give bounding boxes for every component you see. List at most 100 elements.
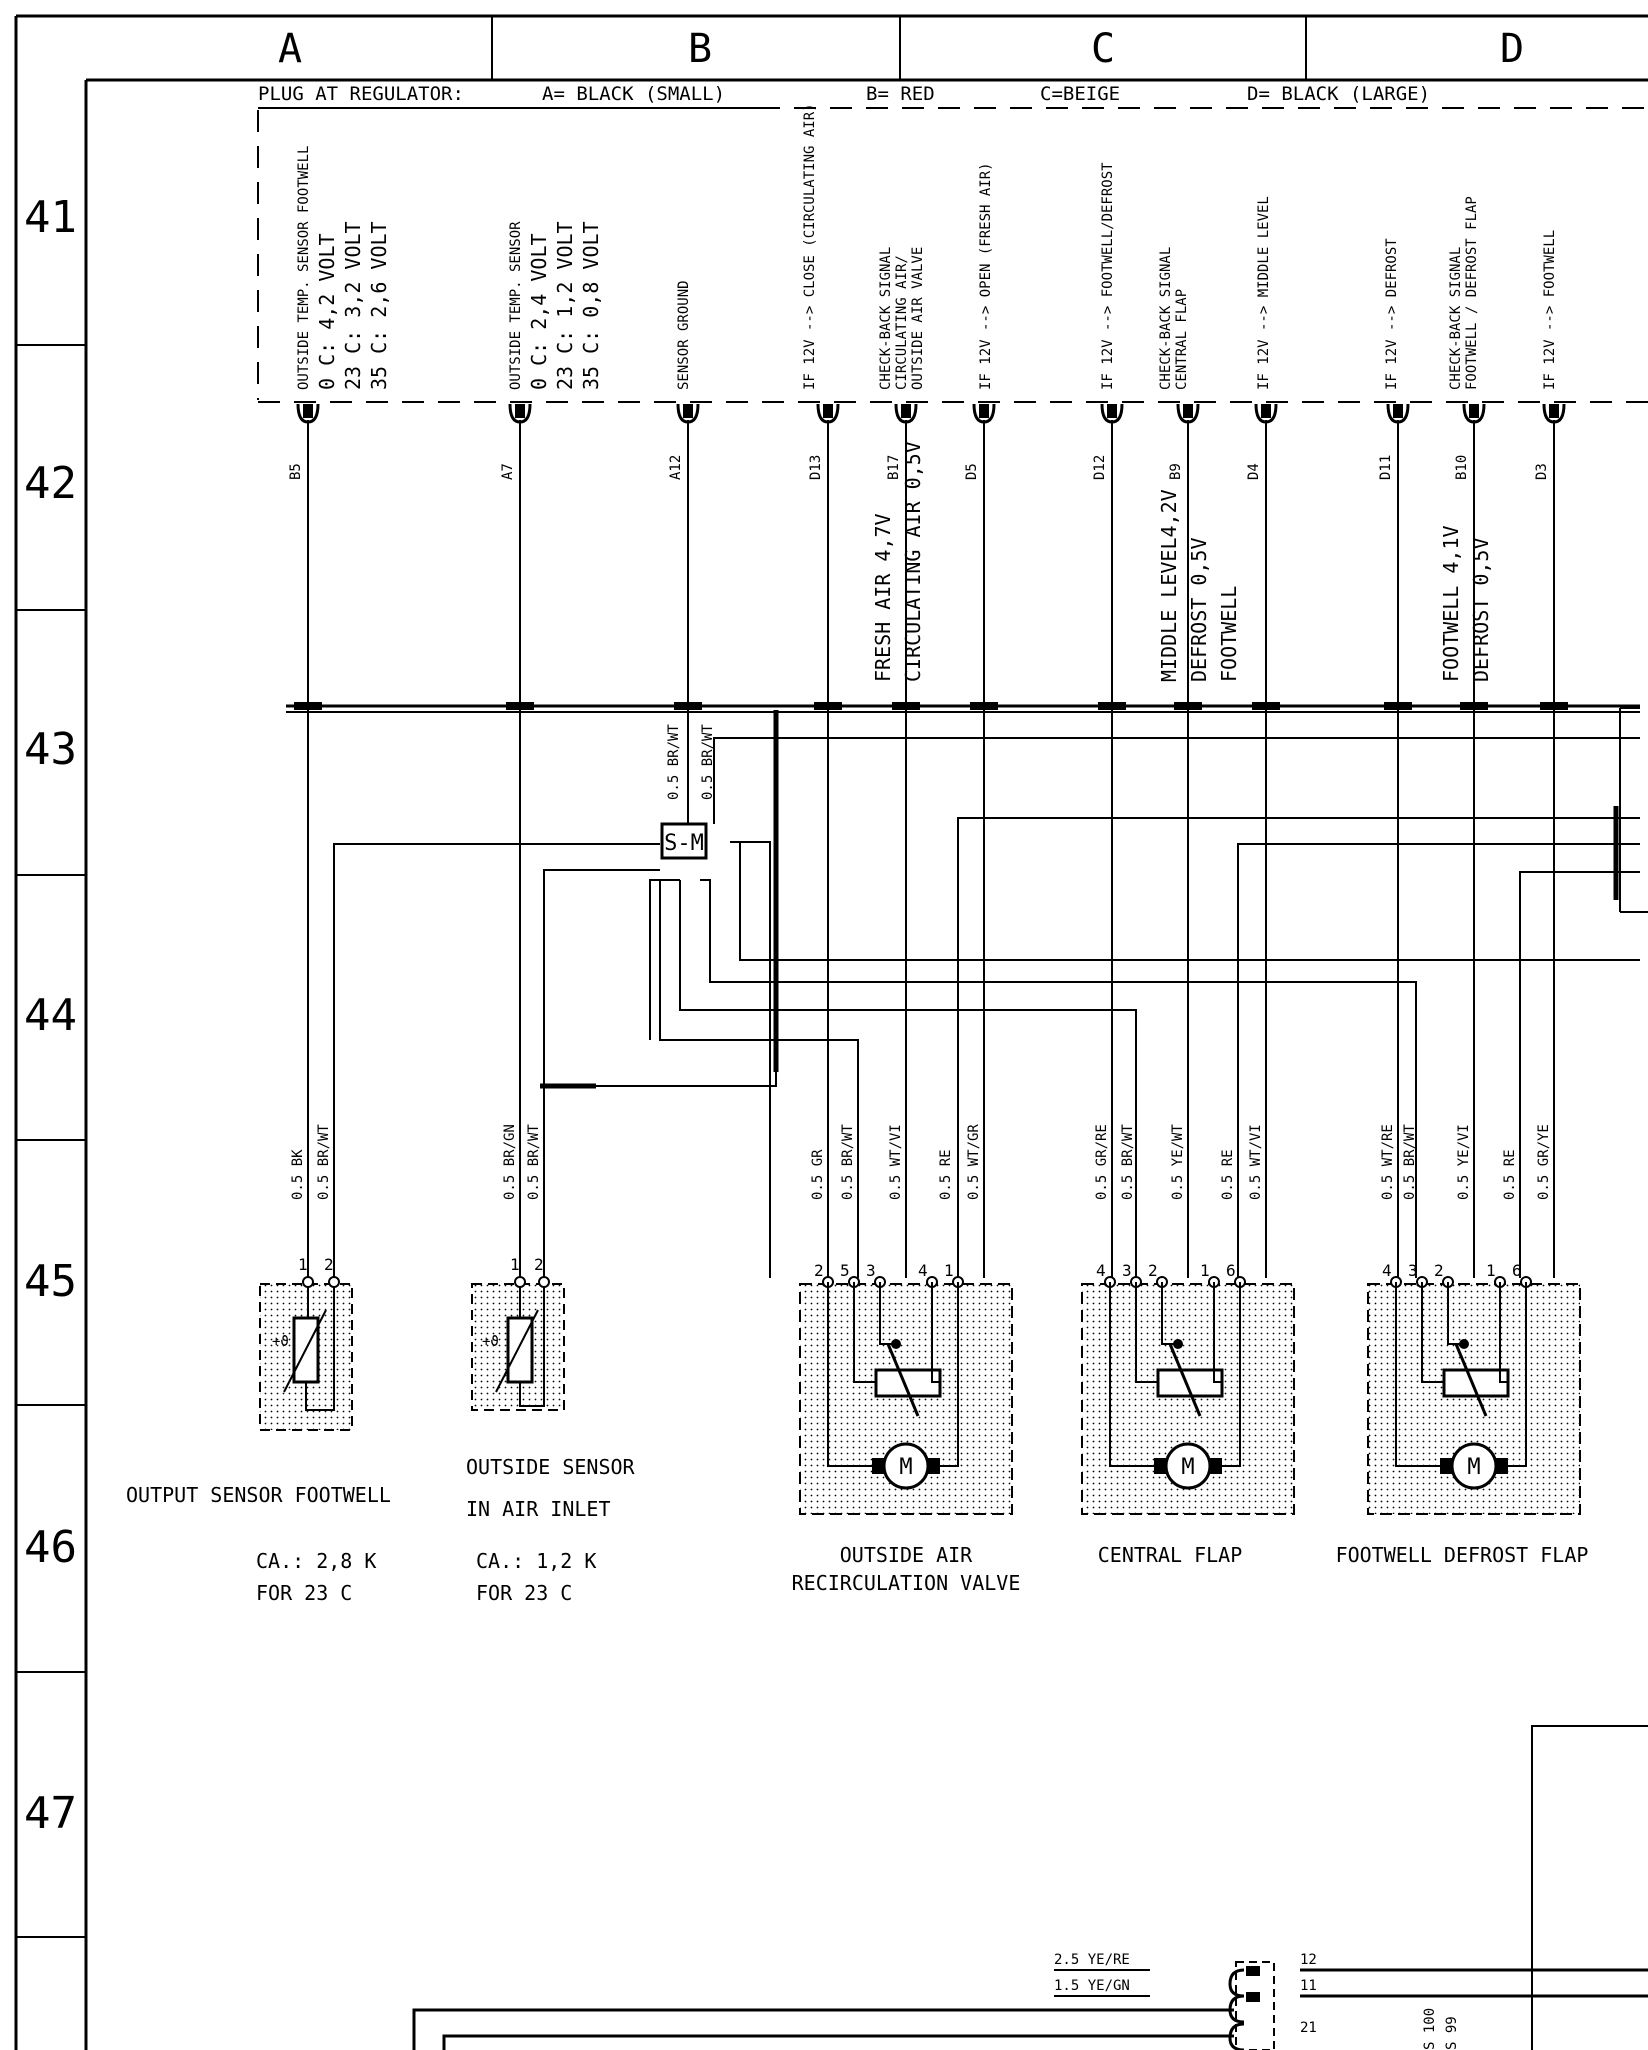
sensor-footwell-label: OUTPUT SENSOR FOOTWELL xyxy=(126,1483,391,1507)
pin-label: D11 xyxy=(1378,455,1394,480)
row-label-43: 43 xyxy=(24,724,77,775)
row-label-45: 45 xyxy=(24,1256,77,1307)
svg-text:23 C: 1,2 VOLT: 23 C: 1,2 VOLT xyxy=(553,221,577,390)
component-labels: OUTPUT SENSOR FOOTWELL OUTSIDE SENSOR IN… xyxy=(126,1455,1588,1605)
signal-desc-d5: IF 12V --> OPEN (FRESH AIR) xyxy=(978,162,994,390)
defrost-note: DEFROST 0,5V xyxy=(1187,538,1211,683)
signal-desc-b17-1: CHECK-BACK SIGNAL xyxy=(878,247,894,390)
svg-text:SENSOR GROUND: SENSOR GROUND xyxy=(676,280,692,390)
wire-label-b5-1: 0.5 BK xyxy=(290,1149,306,1200)
svg-text:IF 12V --> FOOTWELL: IF 12V --> FOOTWELL xyxy=(1542,230,1558,390)
svg-text:IF 12V --> FOOTWELL/DEFROST: IF 12V --> FOOTWELL/DEFROST xyxy=(1100,162,1116,390)
pin-label: D5 xyxy=(964,463,980,480)
thermistor-footwell-icon: +ϑ xyxy=(272,1334,289,1350)
actuator-pin: 4 xyxy=(1096,1261,1106,1280)
connector-pin: D5 xyxy=(964,403,998,710)
sensor-footwell-spec-1: CA.: 2,8 K xyxy=(256,1549,376,1573)
plug-legend-a: A= BLACK (SMALL) xyxy=(542,83,725,105)
wire-label-a7-2: 0.5 BR/WT xyxy=(526,1124,542,1200)
wire-label-d11-1: 0.5 WT/RE xyxy=(1380,1124,1396,1200)
svg-text:CENTRAL FLAP: CENTRAL FLAP xyxy=(1174,289,1190,390)
svg-text:FOOTWELL: FOOTWELL xyxy=(1217,586,1241,682)
svg-text:CIRCULATING AIR 0,5V: CIRCULATING AIR 0,5V xyxy=(901,441,925,682)
svg-text:0.5 RE: 0.5 RE xyxy=(938,1149,954,1200)
signal-desc-d11: IF 12V --> DEFROST xyxy=(1384,238,1400,390)
wire-label-d5-1: 0.5 RE xyxy=(938,1149,954,1200)
connector-pin: D11 xyxy=(1378,403,1412,710)
actuator-pin: 1 xyxy=(944,1261,954,1280)
pin-label: B10 xyxy=(1454,455,1470,480)
wire-label-d4-1: 0.5 RE xyxy=(1220,1149,1236,1200)
pin-label: A12 xyxy=(668,455,684,480)
svg-text:FOOTWELL 4,1V: FOOTWELL 4,1V xyxy=(1439,525,1463,682)
ground-wires xyxy=(333,710,1640,1278)
svg-text:35 C: 0,8 VOLT: 35 C: 0,8 VOLT xyxy=(579,221,603,390)
signal-wires xyxy=(307,420,1555,1278)
signal-desc-b17-3: OUTSIDE AIR VALVE xyxy=(910,247,926,390)
signal-volt-b5-0: 0 C: 4,2 VOLT xyxy=(315,233,339,390)
footwell-flap-label: FOOTWELL DEFROST FLAP xyxy=(1336,1543,1589,1567)
svg-text:S 100: S 100 xyxy=(1422,2008,1438,2050)
sensor-inlet-label-2: IN AIR INLET xyxy=(466,1497,611,1521)
svg-text:0.5 BR/WT: 0.5 BR/WT xyxy=(1120,1124,1136,1200)
signal-desc-d4: IF 12V --> MIDDLE LEVEL xyxy=(1256,196,1272,390)
svg-text:OUTSIDE TEMP. SENSOR FOOTWELL: OUTSIDE TEMP. SENSOR FOOTWELL xyxy=(296,146,312,390)
signal-volt-b5-23: 23 C: 3,2 VOLT xyxy=(341,221,365,390)
svg-text:35 C: 2,6 VOLT: 35 C: 2,6 VOLT xyxy=(367,221,391,390)
wire-label-d4-2: 0.5 WT/VI xyxy=(1248,1124,1264,1200)
sensor-inlet: +ϑ 1 2 xyxy=(471,1255,565,1411)
bottom-pin-21: 21 xyxy=(1300,2020,1317,2036)
sensor-inlet-pin-1: 1 xyxy=(510,1255,520,1274)
signal-desc-a7: OUTSIDE TEMP. SENSOR xyxy=(508,221,524,390)
column-header-a: A xyxy=(278,26,302,72)
sensor-footwell: +ϑ 1 2 xyxy=(259,1255,353,1431)
column-header-c: C xyxy=(1091,26,1115,72)
svg-text:0.5 RE: 0.5 RE xyxy=(1220,1149,1236,1200)
pin-label: D13 xyxy=(808,455,824,480)
bottom-section: 2.5 YE/RE 1.5 YE/GN 12 11 21 S 100 S 99 xyxy=(412,1725,1648,2050)
connector-pin: A12 xyxy=(668,403,702,710)
svg-text:IF 12V --> OPEN (FRESH AIR): IF 12V --> OPEN (FRESH AIR) xyxy=(978,162,994,390)
wire-label-d13-2: 0.5 BR/WT xyxy=(840,1124,856,1200)
signal-desc-d12: IF 12V --> FOOTWELL/DEFROST xyxy=(1100,162,1116,390)
frame xyxy=(14,14,1648,2050)
svg-text:CHECK-BACK SIGNAL: CHECK-BACK SIGNAL xyxy=(1158,247,1174,390)
sensor-footwell-pin-2: 2 xyxy=(324,1255,334,1274)
svg-text:0.5 YE/VI: 0.5 YE/VI xyxy=(1456,1124,1472,1200)
column-header-d: D xyxy=(1500,26,1524,72)
svg-text:0.5 BR/GN: 0.5 BR/GN xyxy=(502,1124,518,1200)
row-label-47: 47 xyxy=(24,1788,77,1839)
signal-volt-a7-35: 35 C: 0,8 VOLT xyxy=(579,221,603,390)
svg-text:CHECK-BACK SIGNAL: CHECK-BACK SIGNAL xyxy=(878,247,894,390)
wire-label-d5-2: 0.5 WT/GR xyxy=(966,1124,982,1200)
signal-desc-b10-1: CHECK-BACK SIGNAL xyxy=(1448,247,1464,390)
svg-text:MIDDLE LEVEL4,2V: MIDDLE LEVEL4,2V xyxy=(1157,489,1181,682)
actuator-pin: 3 xyxy=(1122,1261,1132,1280)
splice-label: S-M xyxy=(664,831,704,856)
sensor-inlet-spec-1: CA.: 1,2 K xyxy=(476,1549,596,1573)
pin-label: B9 xyxy=(1168,463,1184,480)
svg-text:0.5 BR/WT: 0.5 BR/WT xyxy=(700,724,716,800)
wire-label-b17: 0.5 WT/VI xyxy=(888,1124,904,1200)
actuator-pin: 6 xyxy=(1226,1261,1236,1280)
svg-text:OUTSIDE AIR VALVE: OUTSIDE AIR VALVE xyxy=(910,247,926,390)
svg-text:0 C: 4,2 VOLT: 0 C: 4,2 VOLT xyxy=(315,233,339,390)
signal-desc-b9-1: CHECK-BACK SIGNAL xyxy=(1158,247,1174,390)
signal-volt-a7-23: 23 C: 1,2 VOLT xyxy=(553,221,577,390)
actuator-pin: 3 xyxy=(1408,1261,1418,1280)
wire-label-d11-2: 0.5 BR/WT xyxy=(1402,1124,1418,1200)
svg-text:0.5 BK: 0.5 BK xyxy=(290,1149,306,1200)
pin-label: D3 xyxy=(1534,463,1550,480)
fuse-s99: S 99 xyxy=(1444,2016,1460,2050)
pin-label: B17 xyxy=(886,455,902,480)
row-label-42: 42 xyxy=(24,458,77,509)
wire-label-d3-1: 0.5 RE xyxy=(1502,1149,1518,1200)
wire-label-d12-1: 0.5 GR/RE xyxy=(1094,1124,1110,1200)
plug-legend-b: B= RED xyxy=(866,83,935,105)
svg-text:DEFROST 0,5V: DEFROST 0,5V xyxy=(1187,538,1211,683)
svg-text:0.5 WT/VI: 0.5 WT/VI xyxy=(888,1124,904,1200)
connector-pin: D3 xyxy=(1534,403,1568,710)
